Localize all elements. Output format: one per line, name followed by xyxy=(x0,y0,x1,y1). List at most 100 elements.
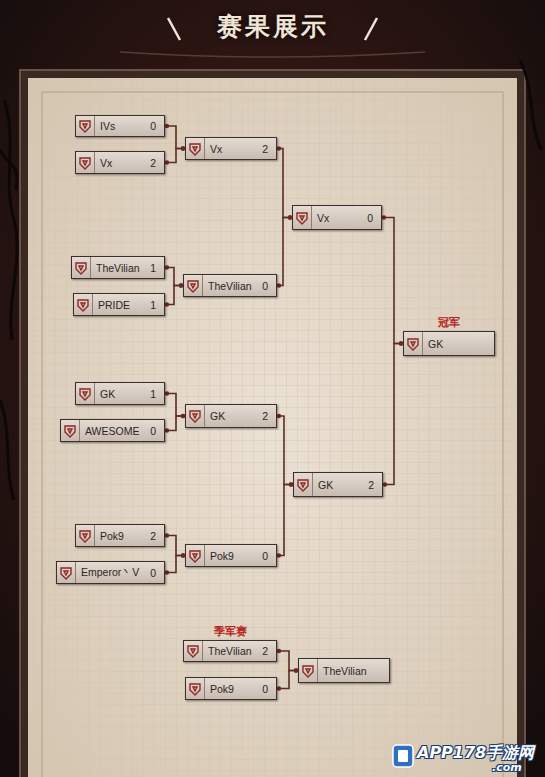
bracket-connector-group xyxy=(165,265,183,287)
team-name: GK xyxy=(210,410,225,422)
score: 0 xyxy=(150,567,156,579)
title: 赛果展示 xyxy=(0,10,545,43)
connector-knob xyxy=(277,686,281,690)
bracket-connector xyxy=(277,218,292,286)
team-name: GK xyxy=(100,388,115,400)
connector-knob xyxy=(165,391,169,395)
bracket-connector-group xyxy=(277,649,298,673)
grid xyxy=(28,78,517,777)
connector-knob xyxy=(165,533,169,537)
score: 2 xyxy=(262,410,268,422)
bracket-connector-group xyxy=(165,124,185,151)
team-icon xyxy=(184,275,203,296)
score: 0 xyxy=(367,212,373,224)
team-icon xyxy=(294,473,313,496)
team-emblem xyxy=(301,664,315,678)
bracket-connector-group xyxy=(165,533,185,557)
score: 2 xyxy=(262,143,268,155)
team-box: 冠军GK xyxy=(403,331,495,356)
bracket-connector-group xyxy=(383,341,403,486)
watermark: APP178手游网 xyxy=(417,743,534,764)
connector-knob xyxy=(165,302,169,306)
bracket-connector-group xyxy=(277,146,292,219)
team-icon xyxy=(72,257,91,278)
parchment xyxy=(28,78,517,777)
bracket-connector xyxy=(277,671,298,689)
team-icon xyxy=(186,678,205,699)
title-rule xyxy=(120,52,425,57)
bracket-connector xyxy=(277,485,293,556)
team-box: Pok9 0 xyxy=(185,544,277,567)
team-name: TheVilian xyxy=(208,645,252,657)
connector-knob xyxy=(277,649,281,653)
team-icon xyxy=(57,562,76,583)
team-emblem xyxy=(63,424,77,438)
bracket-connector-group xyxy=(165,391,185,418)
score: 1 xyxy=(150,262,156,274)
bracket-connector-group xyxy=(165,553,185,574)
team-name: Pok9 xyxy=(100,530,124,542)
team-box: GK2 xyxy=(293,472,383,497)
team-emblem xyxy=(188,142,202,156)
team-emblem xyxy=(74,261,88,275)
team-box: IVs0 xyxy=(75,115,165,137)
team-box: Vx2 xyxy=(75,151,165,174)
team-emblem xyxy=(188,409,202,423)
connector-knob xyxy=(277,283,281,287)
team-box: Pok90 xyxy=(185,677,277,700)
team-emblem xyxy=(188,549,202,563)
team-name: AWESOME xyxy=(85,425,139,437)
bracket-connector-group xyxy=(165,414,185,433)
score: 1 xyxy=(150,388,156,400)
score: 2 xyxy=(150,530,156,542)
connector-knob xyxy=(165,124,169,128)
connector-knob xyxy=(165,160,169,164)
team-box: Pok9 2 xyxy=(75,524,165,547)
score: 0 xyxy=(262,280,268,292)
vines xyxy=(0,100,17,500)
team-icon xyxy=(61,420,80,441)
team-emblem xyxy=(406,337,420,351)
team-icon xyxy=(76,152,95,173)
score: 0 xyxy=(150,120,156,132)
team-name: Vx xyxy=(100,157,112,169)
bracket-connector-group xyxy=(277,414,293,487)
bracket-connector xyxy=(165,286,183,305)
team-box: 季军赛TheVilian2 xyxy=(183,640,277,662)
bracket-connector xyxy=(382,218,403,344)
bracket-connector xyxy=(165,268,183,286)
team-icon xyxy=(299,659,318,682)
bracket-connector-group xyxy=(382,215,403,345)
team-box: AWESOME0 xyxy=(60,419,165,442)
bracket-connector xyxy=(165,126,185,149)
watermark-logo xyxy=(393,745,413,767)
bracket-connector xyxy=(165,536,185,556)
team-emblem xyxy=(295,211,309,225)
team-icon xyxy=(186,138,205,159)
team-icon xyxy=(76,525,95,546)
team-emblem xyxy=(76,298,90,312)
score: 0 xyxy=(262,550,268,562)
team-emblem xyxy=(78,156,92,170)
team-emblem xyxy=(186,279,200,293)
team-box: TheVilian1 xyxy=(71,256,165,279)
team-icon xyxy=(76,116,95,136)
vines xyxy=(520,60,541,150)
bracket-connector xyxy=(383,344,403,485)
connector-knob xyxy=(165,265,169,269)
team-box: Vx0 xyxy=(292,205,382,230)
round-heading: 冠军 xyxy=(404,315,494,330)
bracket-connector xyxy=(165,149,185,163)
team-name: Pok9 xyxy=(210,550,234,562)
score: 2 xyxy=(368,479,374,491)
connector-knob xyxy=(382,215,386,219)
team-name: TheVilian xyxy=(323,665,367,677)
bracket-connector xyxy=(277,149,292,218)
team-name: GK xyxy=(428,338,443,350)
team-emblem xyxy=(78,119,92,133)
score: 1 xyxy=(150,299,156,311)
team-emblem xyxy=(188,682,202,696)
bracket-connector-group xyxy=(277,482,293,557)
team-box: GK 1 xyxy=(75,382,165,405)
